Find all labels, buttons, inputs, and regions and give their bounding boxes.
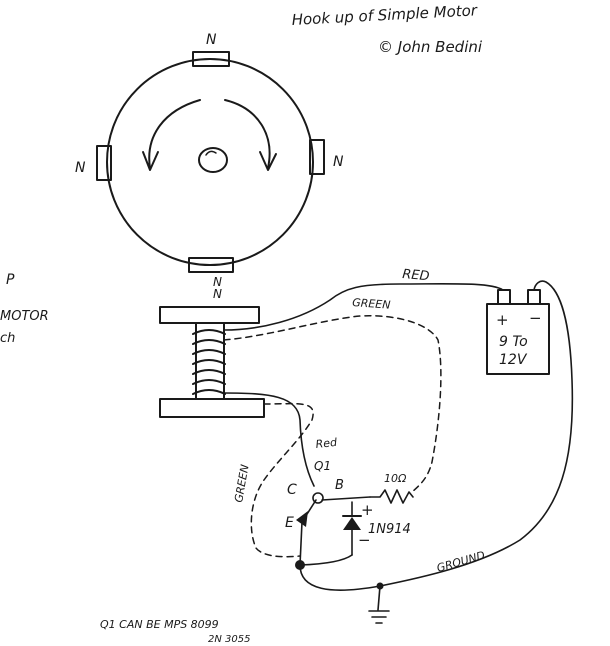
transistor-note-line1: Q1 CAN BE MPS 8099: [100, 618, 219, 631]
electromagnet-coil: [159, 306, 265, 418]
resistor-label: 10Ω: [384, 472, 407, 485]
diode-return-wire: [299, 554, 353, 566]
green-wire-side-label: GREEN: [232, 464, 251, 504]
base-label: B: [335, 478, 344, 493]
ground-drop-wire: [377, 585, 381, 611]
magnet-left: [96, 145, 112, 181]
battery-minus-label: −: [529, 309, 542, 327]
transistor-name-label: Q1: [314, 459, 331, 473]
diode-minus-label: −: [358, 531, 371, 549]
coil-pole-label: N: [213, 287, 222, 301]
diode-1n914: [342, 501, 362, 556]
left-fragment-p: P: [6, 272, 15, 288]
pole-label-right: N: [333, 154, 344, 170]
transistor-note-line2: 2N 3055: [208, 634, 250, 645]
left-fragment-ch: ch: [0, 331, 15, 346]
ground-label: GROUND: [435, 549, 486, 575]
arrowhead-right: [259, 151, 277, 171]
battery-plus-label: +: [496, 311, 509, 329]
collector-label: C: [287, 482, 297, 498]
pole-label-top: N: [206, 32, 217, 48]
transistor-q1: [296, 492, 371, 527]
rotor-wheel: [106, 58, 314, 266]
red-wire-label: RED: [402, 267, 430, 284]
diode-plus-label: +: [361, 501, 374, 519]
green-wire-side: [250, 402, 314, 558]
emitter-wire: [299, 521, 303, 566]
pole-label-left: N: [75, 160, 86, 176]
diode-part-label: 1N914: [368, 522, 411, 537]
copyright-credit: © John Bedini: [378, 38, 483, 56]
arrowhead-left: [142, 151, 159, 171]
ground-junction-dot: [376, 582, 384, 590]
ground-wire: [299, 280, 574, 591]
green-wire-top: [223, 315, 442, 493]
green-wire-top-label: GREEN: [352, 296, 391, 312]
magnet-top: [192, 51, 230, 67]
battery-voltage-line1: 9 To: [499, 334, 528, 350]
rotation-arrow-right: [224, 99, 271, 169]
rotation-arrow-left: [148, 99, 201, 169]
red-wire: [223, 282, 504, 331]
emitter-label: E: [285, 515, 294, 531]
battery-voltage-line2: 12V: [499, 352, 528, 368]
ground-symbol: [368, 610, 390, 624]
red-small-label: Red: [315, 436, 339, 451]
diagram-title: Hook up of Simple Motor: [291, 1, 478, 29]
magnet-bottom: [188, 257, 234, 273]
pole-label-bottom: N: [213, 275, 222, 289]
left-fragment-motor: MOTOR: [0, 309, 49, 324]
magnet-right: [309, 139, 325, 175]
resistor: [369, 489, 414, 504]
collector-wire: [223, 392, 315, 487]
